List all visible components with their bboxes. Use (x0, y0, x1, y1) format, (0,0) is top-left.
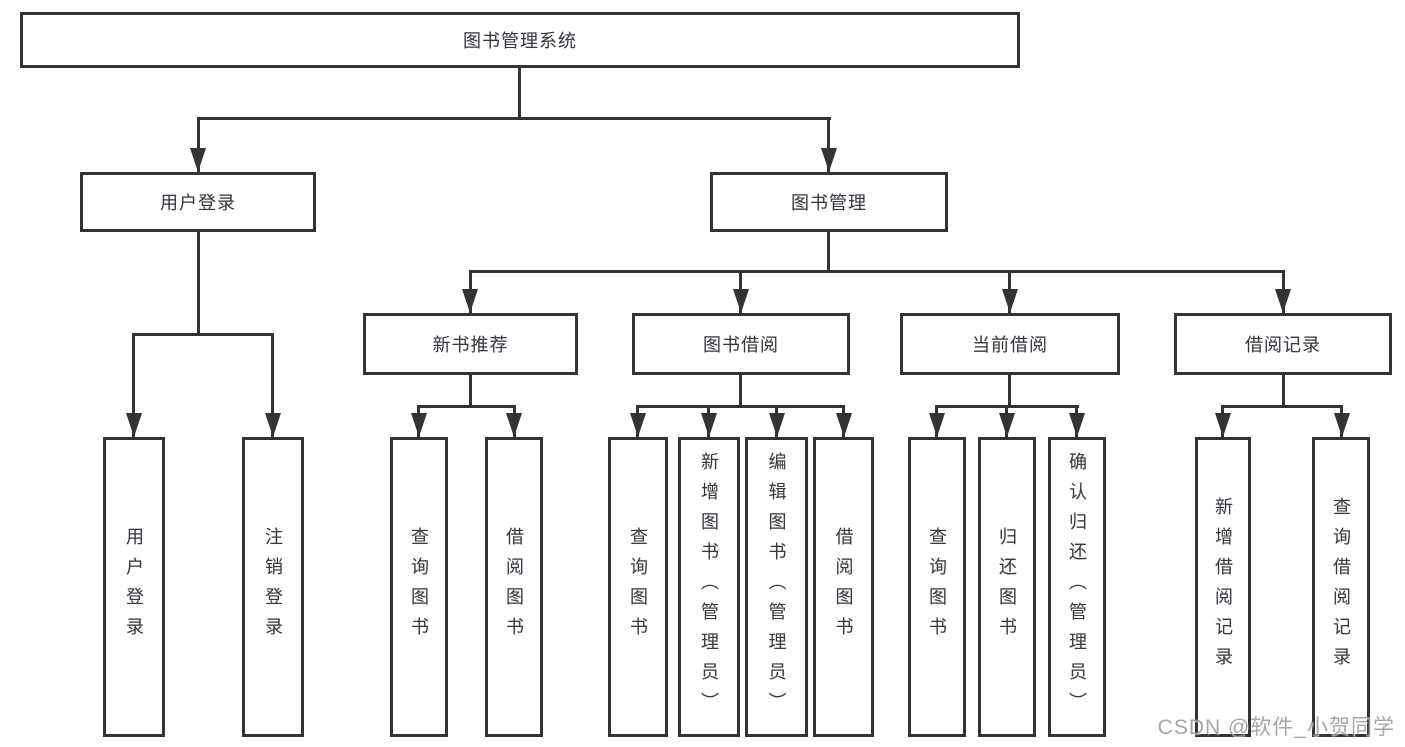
arrowhead-down-icon (506, 413, 522, 437)
node-label: 图书借阅 (703, 335, 779, 355)
arrowhead-down-icon (1275, 289, 1291, 313)
arrowhead-down-icon (929, 413, 945, 437)
leaf-label: 注销登录 (263, 527, 283, 647)
leaf-add-borrow-record: 新增借阅记录 (1195, 437, 1251, 737)
arrowhead-down-icon (190, 148, 206, 172)
leaf-label: 借阅图书 (504, 527, 524, 647)
arrowhead-down-icon (462, 289, 478, 313)
leaf-query-borrow-record: 查询借阅记录 (1312, 437, 1370, 737)
node-label: 图书管理系统 (463, 31, 577, 51)
connector-line (132, 333, 135, 437)
arrowhead-down-icon (701, 413, 717, 437)
leaf-edit-book-admin: 编辑图书（管理员） (745, 437, 808, 737)
connector-line (417, 405, 516, 408)
arrowhead-down-icon (1002, 289, 1018, 313)
connector-line (1221, 405, 1343, 408)
arrowhead-down-icon (733, 289, 749, 313)
connector-line (518, 68, 521, 118)
leaf-label: 编辑图书（管理员） (766, 452, 787, 722)
arrowhead-down-icon (411, 413, 427, 437)
connector-line (197, 117, 200, 172)
arrowhead-down-icon (1334, 413, 1350, 437)
leaf-borrow-book: 借阅图书 (485, 437, 543, 737)
leaf-label: 新增借阅记录 (1213, 497, 1233, 677)
node-label: 借阅记录 (1245, 335, 1321, 355)
node-label: 当前借阅 (972, 335, 1048, 355)
leaf-user-login: 用户登录 (103, 437, 165, 737)
leaf-confirm-return-admin: 确认归还（管理员） (1048, 437, 1106, 737)
leaf-query-book: 查询图书 (908, 437, 966, 737)
connector-line (1282, 375, 1285, 407)
node-user-login: 用户登录 (80, 172, 316, 232)
connector-line (197, 117, 831, 120)
leaf-query-book: 查询图书 (390, 437, 448, 737)
arrowhead-down-icon (821, 148, 837, 172)
arrowhead-down-icon (265, 413, 281, 437)
leaf-label: 借阅图书 (833, 527, 854, 647)
arrowhead-down-icon (126, 413, 142, 437)
leaf-label: 确认归还（管理员） (1067, 452, 1087, 722)
node-label: 新书推荐 (432, 335, 509, 355)
connector-line (132, 333, 274, 336)
connector-line (469, 270, 1285, 273)
connector-line (469, 375, 472, 407)
node-library-management-system: 图书管理系统 (20, 12, 1020, 68)
arrowhead-down-icon (1069, 413, 1085, 437)
connector-line (827, 232, 830, 272)
connector-line (1008, 375, 1011, 407)
leaf-borrow-book: 借阅图书 (813, 437, 874, 737)
arrowhead-down-icon (769, 413, 785, 437)
node-label: 图书管理 (791, 193, 867, 213)
node-new-book-recommendation: 新书推荐 (363, 313, 578, 375)
node-book-borrowing: 图书借阅 (632, 313, 850, 375)
leaf-add-book-admin: 新增图书（管理员） (678, 437, 740, 737)
csdn-watermark: CSDN @软件_小贺同学 (1157, 716, 1395, 739)
leaf-label: 查询借阅记录 (1331, 497, 1351, 677)
arrowhead-down-icon (630, 413, 646, 437)
leaf-label: 归还图书 (997, 527, 1017, 647)
node-borrowing-records: 借阅记录 (1174, 313, 1392, 375)
connector-line (197, 232, 200, 335)
arrowhead-down-icon (1215, 413, 1231, 437)
leaf-query-book: 查询图书 (608, 437, 668, 737)
connector-line (739, 375, 742, 407)
node-current-borrowing: 当前借阅 (900, 313, 1120, 375)
leaf-logout: 注销登录 (242, 437, 304, 737)
arrowhead-down-icon (999, 413, 1015, 437)
leaf-label: 查询图书 (628, 527, 648, 647)
leaf-label: 用户登录 (124, 527, 144, 647)
connector-line (271, 333, 274, 437)
leaf-return-book: 归还图书 (978, 437, 1036, 737)
node-book-management: 图书管理 (710, 172, 948, 232)
arrowhead-down-icon (836, 413, 852, 437)
connector-line (636, 405, 845, 408)
leaf-label: 新增图书（管理员） (699, 452, 719, 722)
leaf-label: 查询图书 (927, 527, 947, 647)
leaf-label: 查询图书 (409, 527, 429, 647)
node-label: 用户登录 (160, 193, 236, 213)
connector-line (827, 117, 830, 172)
